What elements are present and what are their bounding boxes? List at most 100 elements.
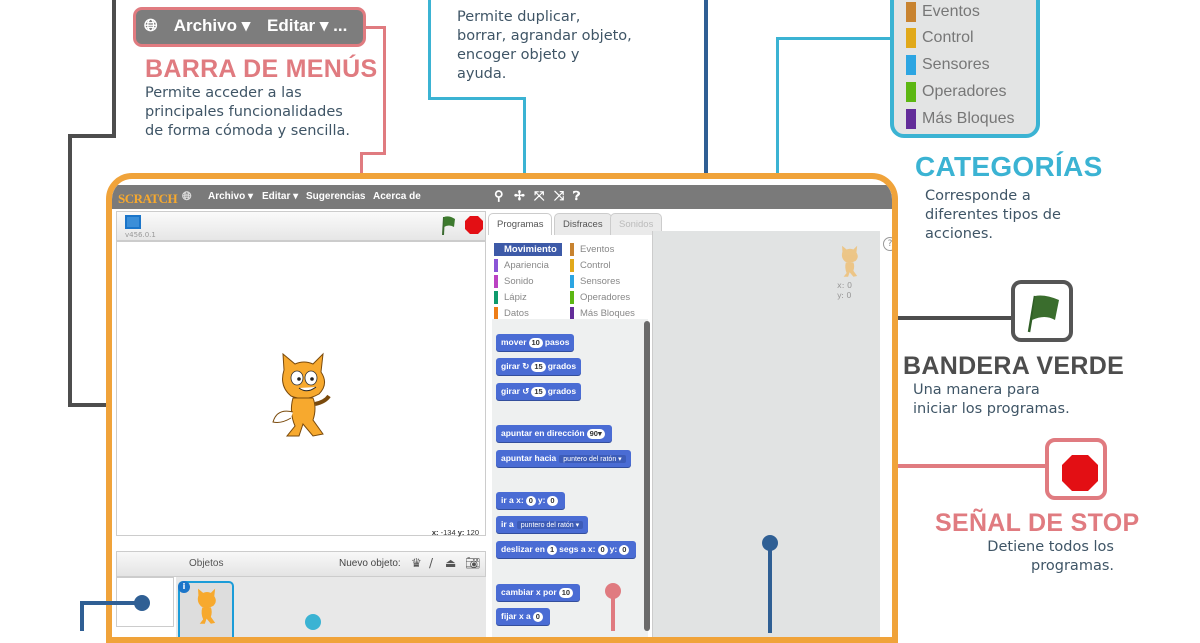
stop-callout-title: SEÑAL DE STOP xyxy=(935,509,1140,537)
block-input[interactable]: 10 xyxy=(528,338,543,348)
category-lapiz[interactable]: Lápiz xyxy=(494,291,527,304)
block-input[interactable]: 10 xyxy=(558,588,574,598)
desc-line: encoger objeto y xyxy=(457,47,580,63)
stop-sign-badge xyxy=(1045,438,1107,500)
menu-badge: 🌐︎ Archivo ▾ Editar ▾ ... xyxy=(133,7,366,47)
scratch-menu-bar: SCRATCH 🌐︎ Archivo ▾ Editar ▾ Sugerencia… xyxy=(112,185,892,209)
cat-sprite[interactable] xyxy=(269,352,339,442)
menu-archivo[interactable]: Archivo ▾ xyxy=(208,191,254,202)
new-sprite-label: Nuevo objeto: xyxy=(339,558,401,569)
block-input[interactable]: 15 xyxy=(531,362,546,372)
category-movimiento[interactable]: Movimiento xyxy=(494,243,562,256)
stage[interactable]: x: -134 y: 120 xyxy=(116,241,486,537)
desc-line: acciones. xyxy=(925,226,994,242)
editor-tabs: Programas Disfraces Sonidos xyxy=(488,211,892,237)
category-datos[interactable]: Datos xyxy=(494,307,529,320)
globe-icon[interactable]: 🌐︎ xyxy=(182,189,192,203)
block-text: deslizar en xyxy=(501,544,545,554)
tab-sonidos[interactable]: Sonidos xyxy=(610,213,663,235)
desc-line: diferentes tipos de xyxy=(925,207,1061,223)
connector-line-stage xyxy=(68,134,72,406)
green-flag-icon[interactable] xyxy=(441,215,457,235)
block-dropdown[interactable]: puntero del ratón ▾ xyxy=(516,521,584,529)
menu-badge-editar: Editar ▾ ... xyxy=(267,16,348,35)
desc-line: de forma cómoda y sencilla. xyxy=(145,123,350,139)
menu-editar[interactable]: Editar ▾ xyxy=(262,191,299,202)
help-button[interactable]: ? xyxy=(883,237,892,251)
category-sonido[interactable]: Sonido xyxy=(494,275,534,288)
connector-line-menu xyxy=(383,26,386,154)
connector-line-tabs xyxy=(704,0,708,219)
block-input[interactable]: 1 xyxy=(546,545,558,555)
menu-callout-desc: Permite acceder a las principales funcio… xyxy=(145,84,350,141)
category-sensores[interactable]: Sensores xyxy=(570,275,620,288)
mouse-x-label: x: xyxy=(431,528,439,537)
category-control[interactable]: Control xyxy=(570,259,611,272)
version-label: v456.0.1 xyxy=(125,231,156,239)
connector-line-menu xyxy=(355,26,385,29)
library-sprite-icon[interactable]: ♛ xyxy=(411,556,422,570)
connector-line-tools xyxy=(428,97,526,100)
fullscreen-icon[interactable] xyxy=(125,215,141,229)
shrink-icon[interactable]: ⤨ xyxy=(554,188,565,203)
sprite-item-cat[interactable]: i xyxy=(178,581,234,637)
stop-sign-icon[interactable] xyxy=(465,216,483,234)
upload-sprite-icon[interactable]: ⏏ xyxy=(445,556,457,570)
connector-line-categories xyxy=(776,37,892,40)
stop-sign-icon xyxy=(1062,455,1098,491)
block-input[interactable]: 15 xyxy=(531,387,546,397)
paint-sprite-icon[interactable]: / xyxy=(429,556,434,570)
palette-scrollbar[interactable] xyxy=(644,321,650,631)
grow-icon[interactable]: ⤧ xyxy=(534,188,545,203)
flag-callout-desc: Una manera para iniciar los programas. xyxy=(913,381,1070,419)
scratch-logo: SCRATCH xyxy=(118,191,178,206)
connector-line-menu xyxy=(360,152,386,155)
duplicate-icon[interactable]: ⚲ xyxy=(494,188,504,203)
menu-acerca-de[interactable]: Acerca de xyxy=(373,191,421,202)
help-icon[interactable]: ❓︎ xyxy=(573,189,581,203)
categories-callout-desc: Corresponde a diferentes tipos de accion… xyxy=(925,187,1061,244)
tab-programas[interactable]: Programas xyxy=(488,213,553,235)
block-input[interactable]: 0 xyxy=(619,545,630,555)
category-eventos[interactable]: Eventos xyxy=(570,243,614,256)
cat-sprite-thumb xyxy=(197,588,216,624)
block-input[interactable]: 90▾ xyxy=(586,429,605,439)
globe-icon: 🌐︎ xyxy=(144,16,158,35)
connector-line-stop xyxy=(784,464,1048,468)
block-dropdown[interactable]: puntero del ratón ▾ xyxy=(559,455,626,463)
block-input[interactable]: 0 xyxy=(532,612,543,622)
block-text: girar ↺ xyxy=(501,386,530,396)
block-input[interactable]: 0 xyxy=(547,496,558,506)
block-text: apuntar en dirección xyxy=(501,428,585,438)
block-text: fijar x a xyxy=(501,611,531,621)
green-flag-icon xyxy=(1027,295,1059,333)
block-text: ir a x: xyxy=(501,495,524,505)
category-apariencia[interactable]: Apariencia xyxy=(494,259,549,272)
sprite-y-coord: y: 0 xyxy=(837,291,852,300)
block-text: grados xyxy=(547,361,577,371)
block-text: y: xyxy=(609,544,618,554)
info-icon[interactable]: i xyxy=(178,581,190,593)
tab-disfraces[interactable]: Disfraces xyxy=(554,213,612,235)
cat-badge-label: Sensores xyxy=(922,56,990,73)
delete-icon[interactable]: ✢ xyxy=(514,188,525,203)
desc-line: iniciar los programas. xyxy=(913,401,1070,417)
scripts-area[interactable]: x: 0 y: 0 ? xyxy=(652,231,892,637)
category-mas-bloques[interactable]: Más Bloques xyxy=(570,307,635,320)
menu-sugerencias[interactable]: Sugerencias xyxy=(306,191,366,202)
connector-line-scripts xyxy=(768,543,772,633)
block-input[interactable]: 0 xyxy=(525,496,536,506)
block-input[interactable]: 0 xyxy=(597,545,608,555)
category-operadores[interactable]: Operadores xyxy=(570,291,630,304)
camera-sprite-icon[interactable]: 📷︎ xyxy=(465,556,481,570)
